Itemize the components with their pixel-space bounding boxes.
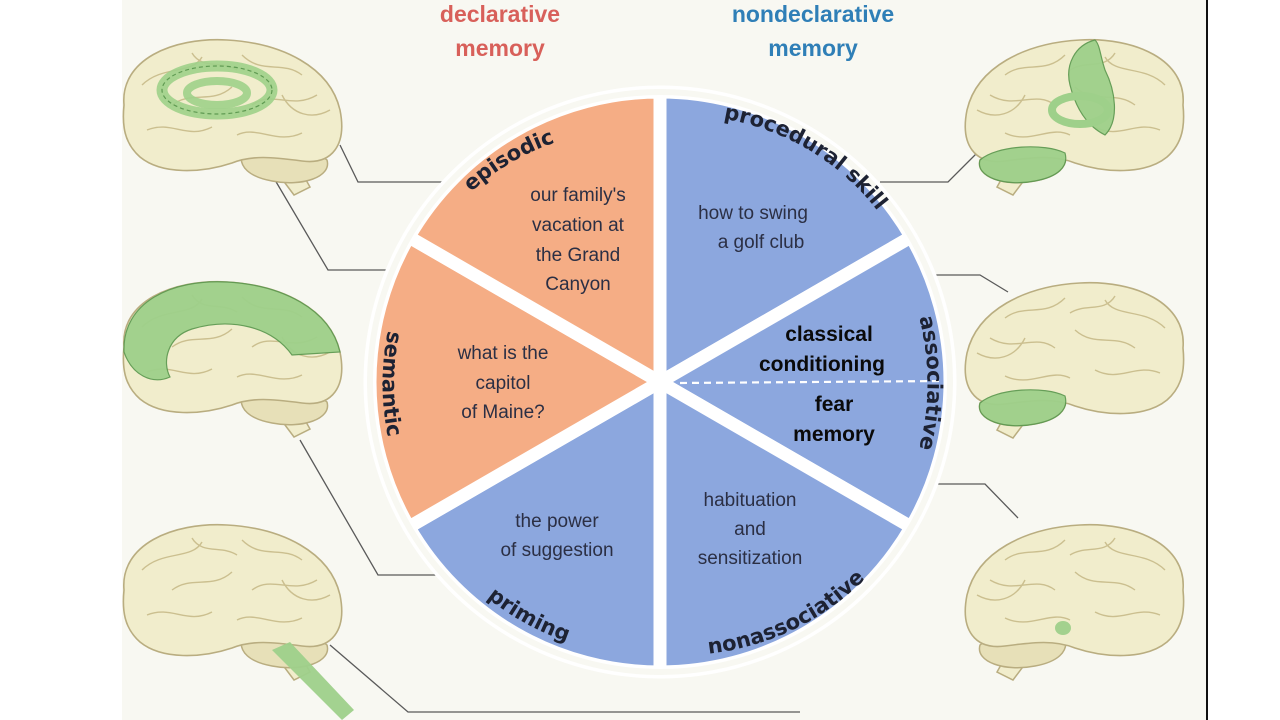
right-border xyxy=(1206,0,1208,720)
connector-lines xyxy=(274,139,1019,713)
nondeclarative-header-line1: nondeclarative xyxy=(732,1,894,27)
episodic-example-4: Canyon xyxy=(545,274,611,295)
connector-bottom xyxy=(329,644,800,713)
nondeclarative-header-line2: memory xyxy=(768,35,858,61)
semantic-example-2: capitol xyxy=(476,373,531,394)
priming-example-2: of suggestion xyxy=(500,540,613,561)
nonassociative-example-1: habituation xyxy=(704,490,797,511)
brain-spinal-cord-icon xyxy=(122,523,354,720)
semantic-example-3: of Maine? xyxy=(461,402,544,423)
procedural-example-2: a golf club xyxy=(718,232,805,253)
nonassociative-example-3: sensitization xyxy=(698,548,803,569)
connector-priming xyxy=(299,439,445,576)
connector-associative xyxy=(935,274,1009,293)
nonassociative-example-2: and xyxy=(734,519,766,540)
episodic-example-2: vacation at xyxy=(532,215,625,236)
brain-cerebellum-icon xyxy=(964,281,1185,439)
semantic-example-1: what is the xyxy=(457,343,549,364)
brain-cortex-icon xyxy=(122,280,343,438)
associative-example-bottom-2: memory xyxy=(793,423,875,446)
brain-basal-ganglia-icon xyxy=(964,38,1185,196)
brain-illustrations xyxy=(122,38,1185,720)
declarative-header-line2: memory xyxy=(455,35,545,61)
connector-semantic xyxy=(274,179,412,271)
brain-amygdala-icon xyxy=(964,523,1185,681)
associative-divider xyxy=(679,379,946,385)
declarative-header-line1: declarative xyxy=(440,1,560,27)
procedural-example-1: how to swing xyxy=(698,203,808,224)
priming-example-1: the power xyxy=(515,511,599,532)
associative-example-top-1: classical xyxy=(785,323,873,346)
associative-example-top-2: conditioning xyxy=(759,353,885,376)
brain-hippocampus-icon xyxy=(122,38,343,196)
connector-episodic xyxy=(339,144,452,183)
associative-example-bottom-1: fear xyxy=(815,393,854,416)
episodic-example-1: our family's xyxy=(530,185,625,206)
connector-nonassociative xyxy=(935,483,1019,519)
episodic-example-3: the Grand xyxy=(536,245,621,266)
pie-outline xyxy=(367,89,953,675)
